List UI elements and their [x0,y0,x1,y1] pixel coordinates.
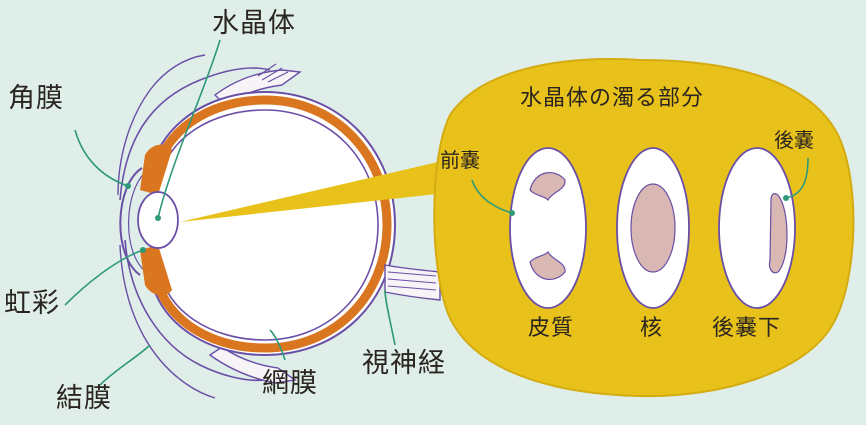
label-anterior-capsule: 前嚢 [440,148,480,172]
nucleus-opacity [630,183,676,273]
iris-lower [140,245,172,296]
retina-line [159,109,379,341]
label-optic-nerve: 視神経 [362,348,446,379]
cornea-shape [119,167,143,276]
cortex-opacity-upper [529,172,566,202]
muscle-bottom [208,346,297,384]
conjunctiva-fold-lower [124,239,266,382]
eyelid-lower [119,244,216,399]
posterior-opacity [768,193,788,274]
sclera [149,90,397,357]
lens-cortex-diagram [509,147,587,309]
cortex-opacity-lower [529,250,566,280]
label-conjunctiva: 結膜 [56,383,112,414]
label-iris: 虹彩 [4,288,60,319]
label-cloud-title: 水晶体の濁る部分 [520,86,705,111]
optic-nerve [384,264,441,301]
label-posterior-capsule: 後嚢 [774,128,814,152]
label-lens: 水晶体 [212,8,296,39]
pointer-beam [180,158,455,222]
iris-upper [140,144,172,195]
label-posterior-subcapsular: 後嚢下 [712,316,782,341]
label-cornea: 角膜 [8,83,64,114]
eyelid-upper [117,54,206,196]
label-cortex: 皮質 [528,316,575,341]
label-retina: 網膜 [262,368,318,399]
conjunctiva-fold-upper [119,67,271,201]
label-nucleus: 核 [640,316,664,341]
choroid [150,95,392,353]
leader-lines [64,39,809,386]
